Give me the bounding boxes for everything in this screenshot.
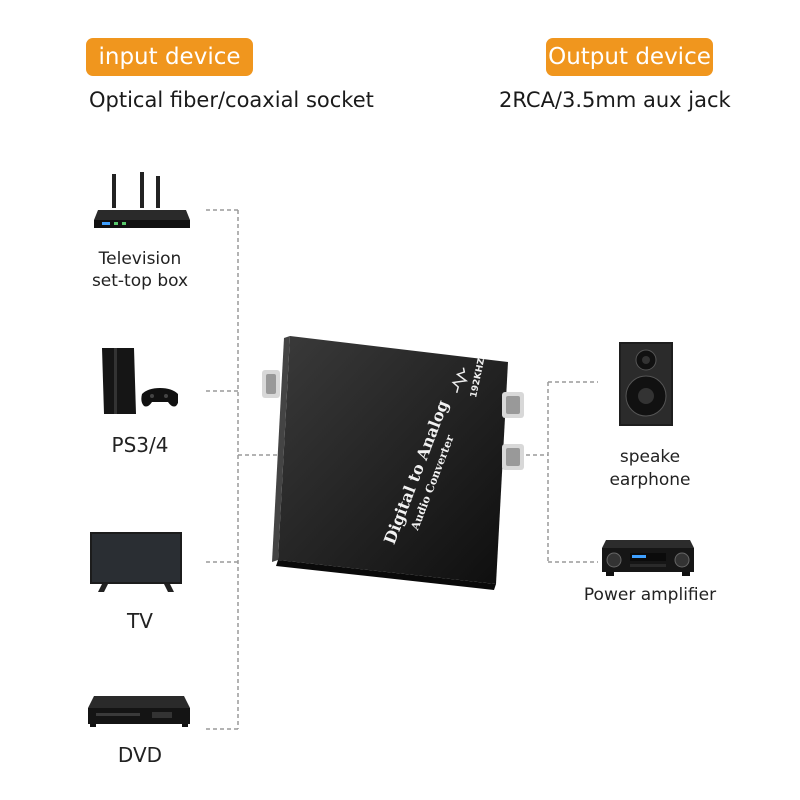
output-device-badge: Output device: [546, 38, 713, 76]
amplifier-icon: [602, 540, 694, 576]
label-amplifier: Power amplifier: [583, 585, 717, 605]
label-speaker-line1: speake: [619, 447, 681, 467]
tv-icon: [90, 532, 182, 592]
waveform-icon: [451, 367, 469, 393]
label-tv: TV: [127, 609, 153, 633]
output-subtitle: 2RCA/3.5mm aux jack: [499, 88, 731, 112]
label-set-top-box-line2: set-top box: [91, 271, 189, 291]
label-set-top-box: Television set-top box: [70, 248, 210, 292]
dvd-player-icon: [88, 696, 190, 727]
label-set-top-box-line1: Television: [98, 249, 182, 269]
label-speaker: speake earphone: [570, 446, 730, 492]
router-icon: [94, 172, 190, 228]
input-device-badge: input device: [86, 38, 253, 76]
input-subtitle: Optical fiber/coaxial socket: [89, 88, 374, 112]
label-dvd: DVD: [117, 743, 163, 767]
label-speaker-line2: earphone: [609, 470, 691, 490]
converter-device: 192KHZ: [262, 336, 524, 590]
label-ps: PS3/4: [111, 433, 169, 457]
game-console-icon: [102, 348, 178, 414]
speaker-icon: [619, 342, 673, 426]
